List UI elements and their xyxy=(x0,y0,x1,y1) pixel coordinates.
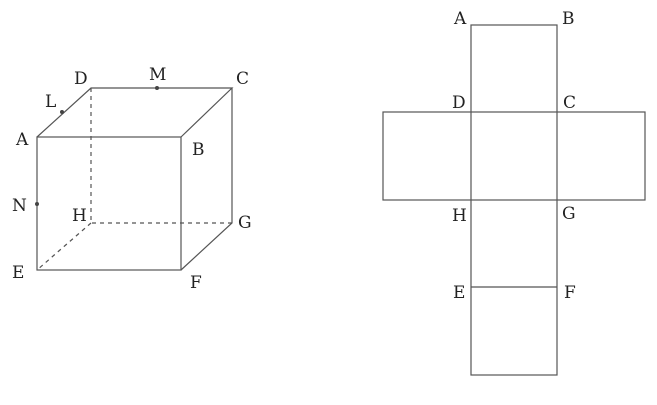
net-label-c: C xyxy=(563,93,576,113)
label-b: B xyxy=(192,140,205,160)
point-m xyxy=(155,86,159,90)
point-n xyxy=(35,202,39,206)
front-face xyxy=(36,136,182,271)
net-label-d: D xyxy=(452,93,466,113)
top-face-edges xyxy=(36,87,234,138)
net-label-b: B xyxy=(562,9,575,29)
right-face-edges xyxy=(180,88,233,271)
net-label-f: F xyxy=(564,283,576,303)
label-f: F xyxy=(190,273,202,293)
label-l: L xyxy=(45,92,56,112)
label-d: D xyxy=(74,69,88,89)
label-a: A xyxy=(15,130,29,150)
net-label-g: G xyxy=(562,204,576,224)
label-m: M xyxy=(149,65,166,85)
cube-net: A B C D E F G H xyxy=(382,9,646,376)
label-c: C xyxy=(236,69,249,89)
label-e: E xyxy=(12,263,24,283)
net-row xyxy=(382,111,646,201)
point-l xyxy=(60,110,64,114)
net-label-e: E xyxy=(453,283,465,303)
hidden-edge-he xyxy=(36,222,92,271)
label-h: H xyxy=(72,206,87,226)
label-n: N xyxy=(12,196,27,216)
net-label-a: A xyxy=(453,9,467,29)
cube: A B C D E F G H L M N xyxy=(12,65,252,293)
net-label-h: H xyxy=(452,206,467,226)
label-g: G xyxy=(238,213,252,233)
